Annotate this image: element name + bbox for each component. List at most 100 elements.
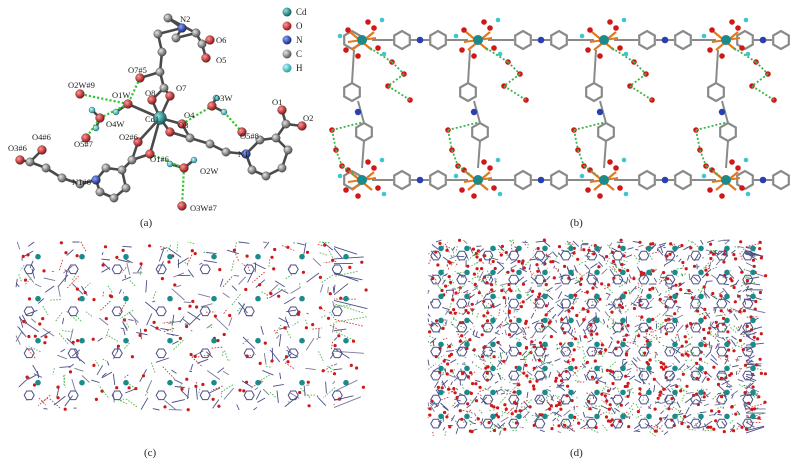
bond — [711, 259, 715, 263]
bond — [160, 327, 170, 331]
cd-atom — [79, 253, 85, 260]
pyridine-ring — [430, 394, 442, 405]
bond — [430, 405, 435, 412]
h-atom — [379, 17, 385, 23]
cd-atom — [750, 389, 756, 396]
cd-atom — [123, 295, 129, 302]
bond — [675, 305, 682, 309]
o-atom — [636, 410, 641, 414]
hydrogen-bond — [472, 331, 475, 336]
bond — [664, 283, 671, 290]
bond — [168, 248, 182, 258]
hydrogen-bond — [119, 309, 134, 319]
hydrogen-bond — [162, 327, 175, 333]
bond — [625, 276, 629, 285]
bond — [634, 326, 643, 333]
o-atom — [604, 415, 609, 419]
hydrogen-bond — [501, 309, 507, 315]
bond — [557, 419, 560, 422]
bond — [726, 308, 729, 312]
cd-atom — [464, 365, 470, 372]
o-atom — [716, 382, 721, 386]
label-O6: O6 — [216, 35, 226, 45]
bond — [433, 253, 439, 259]
bond — [174, 386, 185, 388]
o-atom — [21, 254, 25, 258]
hydrogen-bond — [41, 397, 49, 403]
hydrogen-bond — [480, 261, 485, 264]
o-atom — [709, 242, 713, 246]
bond — [717, 343, 720, 348]
hydrogen-bond — [681, 264, 685, 269]
pyridine-ring — [287, 390, 299, 401]
bond — [140, 328, 142, 340]
hydrogen-bond — [737, 367, 742, 375]
cd-atom — [620, 293, 626, 300]
hydrogen-bond — [485, 315, 488, 318]
o-atom — [518, 351, 522, 356]
o-atom — [683, 414, 687, 419]
bond — [487, 385, 492, 390]
o-atom — [616, 340, 620, 344]
hydrogen-bond — [318, 351, 325, 363]
cd-atom — [255, 253, 261, 260]
pyridine-ring — [664, 418, 676, 429]
bond — [708, 341, 711, 349]
cd-atom — [255, 337, 261, 344]
h-atom — [701, 33, 707, 39]
o-atom — [549, 404, 553, 408]
o-atom — [528, 380, 532, 384]
bond — [303, 385, 306, 397]
o-atom — [23, 278, 28, 282]
o-atom — [674, 283, 678, 287]
cd-atom — [568, 413, 574, 420]
bond — [565, 376, 569, 380]
o-atom — [104, 317, 108, 321]
o-atom — [519, 305, 524, 309]
pyridine-ring — [612, 418, 624, 429]
hydrogen-bond — [576, 309, 583, 316]
bond — [263, 352, 267, 365]
hydrogen-bond — [284, 272, 295, 280]
hydrogen-bond — [498, 396, 506, 405]
hydrogen-bond — [462, 305, 471, 308]
o-atom — [739, 185, 745, 191]
bond — [515, 402, 519, 410]
bond — [152, 408, 160, 411]
bond — [444, 308, 451, 315]
pyridine-ring — [534, 274, 546, 285]
o-atom — [514, 409, 518, 413]
o-atom — [428, 407, 432, 411]
cd-atom — [167, 253, 173, 260]
bond — [269, 349, 281, 363]
bond — [18, 376, 30, 388]
pyridine-ring — [550, 29, 568, 51]
bond — [745, 382, 752, 389]
hydrogen-bond — [457, 165, 473, 177]
o-atom — [557, 245, 562, 249]
hydrogen-bond — [689, 348, 696, 356]
o-atom — [33, 334, 37, 338]
bond — [152, 300, 156, 303]
bond — [519, 267, 527, 273]
pyridine-ring — [482, 394, 494, 405]
hydrogen-bond — [300, 387, 312, 400]
cd-atom — [698, 413, 704, 420]
hydrogen-bond — [581, 316, 587, 323]
o-atom — [186, 408, 190, 412]
o-atom — [717, 410, 721, 414]
o-atom — [351, 339, 356, 343]
o-atom — [695, 376, 699, 380]
bond — [262, 388, 270, 396]
o-atom — [222, 332, 226, 337]
o-atom — [681, 372, 685, 376]
o-atom — [517, 259, 521, 264]
o-atom — [605, 368, 610, 372]
o-atom — [686, 425, 690, 429]
o-atom — [673, 312, 677, 316]
o-atom — [704, 371, 708, 375]
o-atom — [38, 322, 42, 326]
panel-c-caption: (c) — [144, 447, 157, 459]
hydrogen-bond — [273, 329, 278, 334]
cd-atom — [620, 317, 626, 324]
